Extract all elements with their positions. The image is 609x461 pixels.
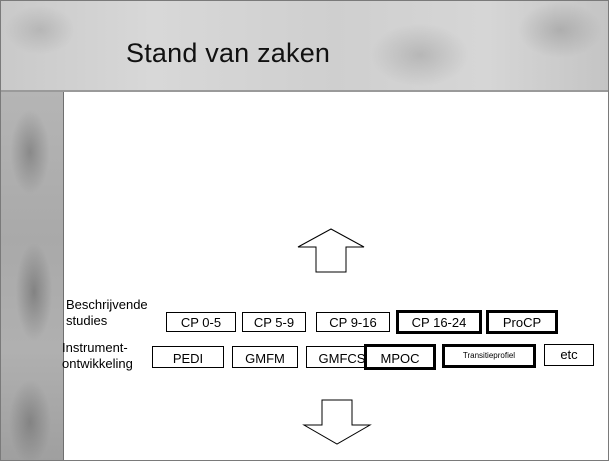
descriptive-studies-label: Beschrijvende studies (66, 297, 148, 329)
up-arrow-icon (297, 228, 365, 273)
descriptive-label-line2: studies (66, 313, 108, 328)
box-transitieprofiel: Transitieprofiel (442, 344, 536, 368)
box-gmfm: GMFM (232, 346, 298, 368)
instrument-label-line1: Instrument- (62, 340, 128, 355)
box-cp-0-5: CP 0-5 (166, 312, 236, 332)
box-cp-5-9: CP 5-9 (242, 312, 306, 332)
box-pedi: PEDI (152, 346, 224, 368)
slide-title: Stand van zaken (126, 38, 331, 68)
descriptive-label-line1: Beschrijvende (66, 297, 148, 312)
box-cp-16-24: CP 16-24 (396, 310, 482, 334)
header-photo-banner (0, 0, 609, 92)
box-cp-9-16: CP 9-16 (316, 312, 390, 332)
instrument-development-label: Instrument- ontwikkeling (62, 340, 133, 372)
box-mpoc: MPOC (364, 344, 436, 370)
instrument-label-line2: ontwikkeling (62, 356, 133, 371)
left-photo-strip (0, 92, 64, 461)
left-divider (63, 92, 64, 461)
header-divider (0, 90, 609, 92)
down-arrow-icon (302, 399, 372, 445)
box-procp: ProCP (486, 310, 558, 334)
box-etc: etc (544, 344, 594, 366)
